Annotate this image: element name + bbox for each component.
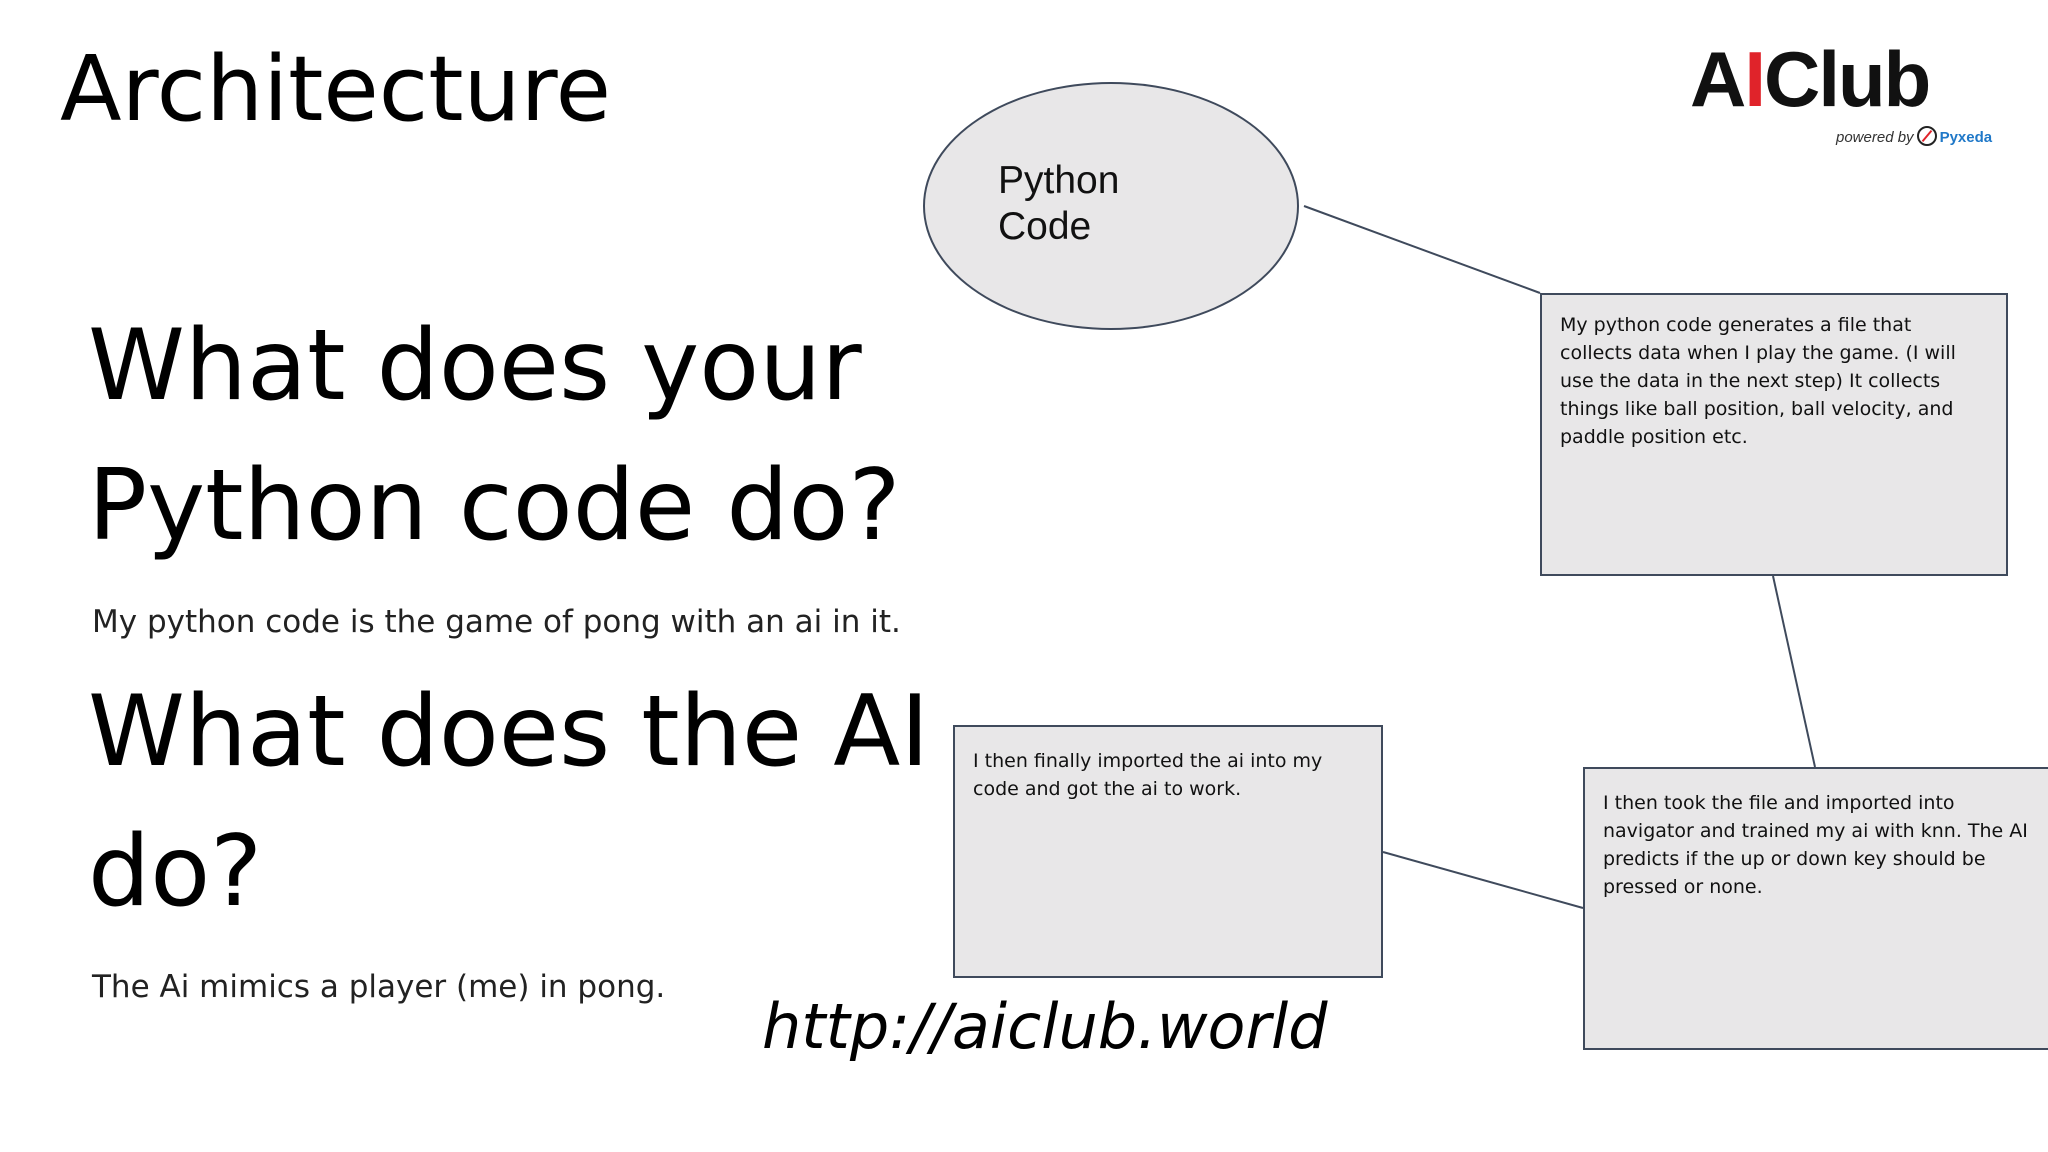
python-code-node-label: Python Code [998,159,1120,248]
connector-ellipse-to-collect [1303,205,1541,294]
connector-collect-to-train [1772,575,1816,768]
logo-powered-by: powered by [1836,129,1914,146]
train-ai-box: I then took the file and imported into n… [1583,767,2048,1050]
logo-name-suffix: Club [1764,35,1931,123]
python-answer-text: My python code is the game of pong with … [92,604,901,640]
compass-icon [1916,126,1937,146]
website-url: http://aiclub.world [762,990,1328,1063]
heading-python-question: What does your Python code do? [88,309,901,563]
collect-data-box: My python code generates a file that col… [1540,293,2008,576]
connector-train-to-import [1382,851,1584,909]
logo-brand: Pyxeda [1939,129,1993,146]
heading-ai-question: What does the AI do? [88,675,930,929]
logo-tagline: powered by Pyxeda [1836,126,1992,146]
import-ai-box: I then finally imported the ai into my c… [953,725,1383,978]
ai-answer-text: The Ai mimics a player (me) in pong. [92,969,666,1005]
python-code-node [923,82,1299,330]
logo-name-prefix: A [1690,35,1746,123]
aiclub-logo: AIClub powered by Pyxeda [1690,40,2010,160]
logo-name-mark: I [1744,35,1766,123]
slide-title: Architecture [60,37,611,142]
logo-wordmark: AIClub [1690,40,1931,118]
